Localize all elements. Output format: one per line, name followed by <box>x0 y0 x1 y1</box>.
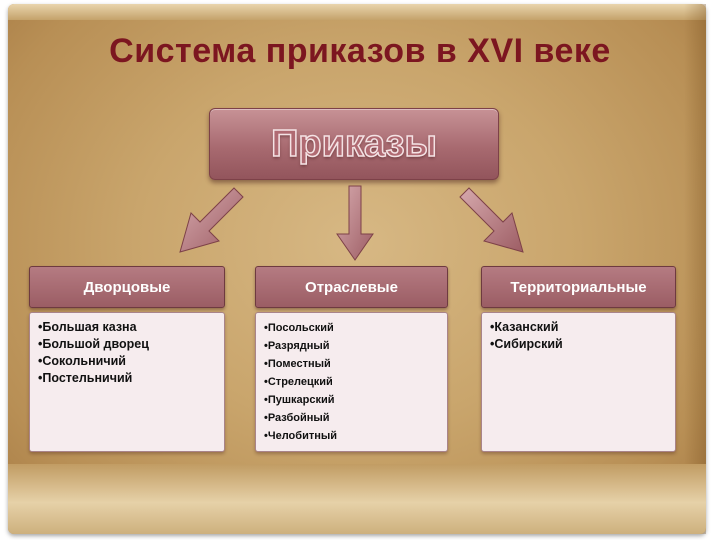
scroll-right-shade <box>684 4 706 534</box>
list-item: Сокольничий <box>38 353 216 370</box>
slide-title: Система приказов в XVI веке <box>109 32 611 70</box>
item-list: Казанский Сибирский <box>490 319 667 353</box>
column-palace: Дворцовые Большая казна Большой дворец С… <box>29 266 225 452</box>
list-item: Разбойный <box>264 409 439 427</box>
list-item: Разрядный <box>264 337 439 355</box>
column-heading: Отраслевые <box>255 266 448 308</box>
item-list: Большая казна Большой дворец Сокольничий… <box>38 319 216 387</box>
column-heading: Территориальные <box>481 266 676 308</box>
list-item: Большая казна <box>38 319 216 336</box>
column-body: Посольский Разрядный Поместный Стрелецки… <box>255 312 448 452</box>
list-item: Стрелецкий <box>264 373 439 391</box>
scroll-top-edge <box>8 4 706 20</box>
list-item: Сибирский <box>490 336 667 353</box>
scroll-bottom-roll <box>8 464 706 534</box>
list-item: Посольский <box>264 319 439 337</box>
item-list: Посольский Разрядный Поместный Стрелецки… <box>264 319 439 445</box>
column-body: Казанский Сибирский <box>481 312 676 452</box>
list-item: Пушкарский <box>264 391 439 409</box>
root-node-label: Приказы <box>270 122 437 166</box>
list-item: Постельничий <box>38 370 216 387</box>
column-heading: Дворцовые <box>29 266 225 308</box>
arrow-left <box>179 187 244 253</box>
list-item: Поместный <box>264 355 439 373</box>
column-body: Большая казна Большой дворец Сокольничий… <box>29 312 225 452</box>
list-item: Казанский <box>490 319 667 336</box>
list-item: Большой дворец <box>38 336 216 353</box>
arrow-center <box>336 185 374 261</box>
column-branch: Отраслевые Посольский Разрядный Поместны… <box>255 266 448 452</box>
root-node: Приказы <box>209 108 499 180</box>
column-territorial: Территориальные Казанский Сибирский <box>481 266 676 452</box>
list-item: Челобитный <box>264 427 439 445</box>
arrow-right <box>459 187 524 253</box>
